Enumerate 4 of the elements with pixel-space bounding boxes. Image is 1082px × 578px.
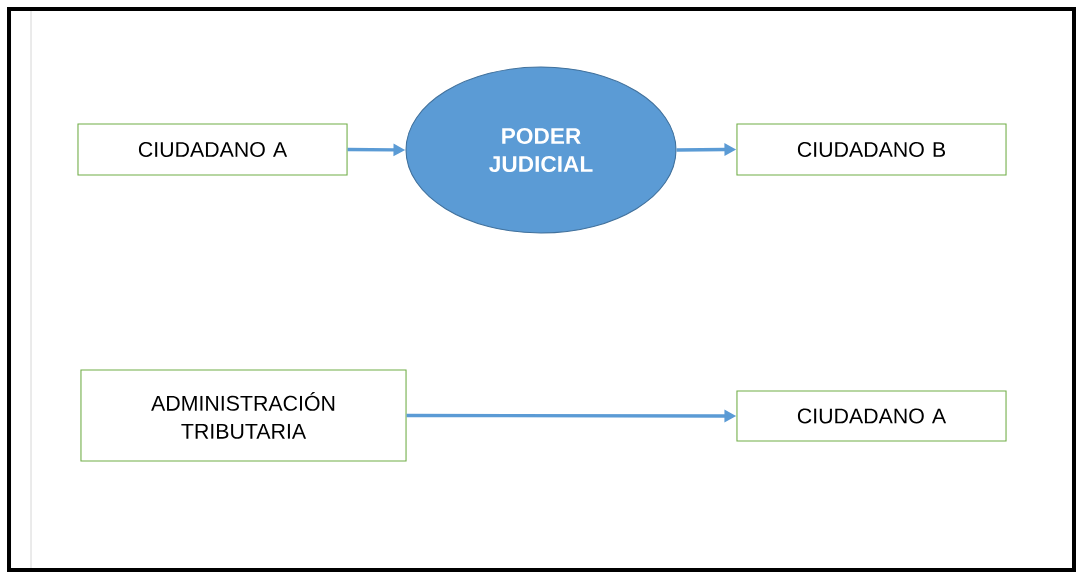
entity-box: CIUDADANO A — [736, 390, 1007, 442]
entity-box: ADMINISTRACIÓN TRIBUTARIA — [80, 369, 407, 462]
entity-box: CIUDADANO A — [77, 123, 348, 176]
entity-box: CIUDADANO B — [736, 123, 1007, 176]
